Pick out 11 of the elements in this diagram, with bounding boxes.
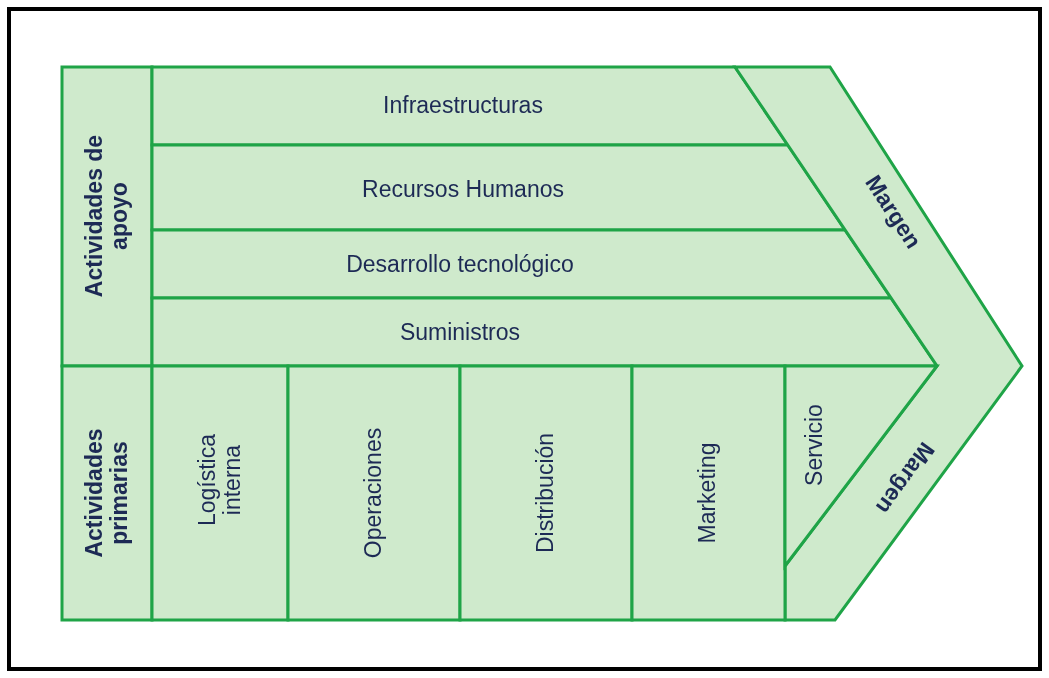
activity-label: Suministros [399,320,521,346]
activity-label: Distribución [533,432,559,554]
activity-label: Actividades de apoyo [81,133,133,300]
activity-label: Operaciones [361,427,387,559]
activity-label: Actividades primarias [81,427,133,560]
activity-label: Infraestructuras [383,93,543,119]
activity-label: Marketing [695,442,721,544]
activity-label: Recursos Humanos [362,177,564,203]
activity-label: Desarrollo tecnológico [346,252,574,278]
activity-label: Logística interna [194,432,246,529]
activity-label: Servicio [802,404,828,486]
